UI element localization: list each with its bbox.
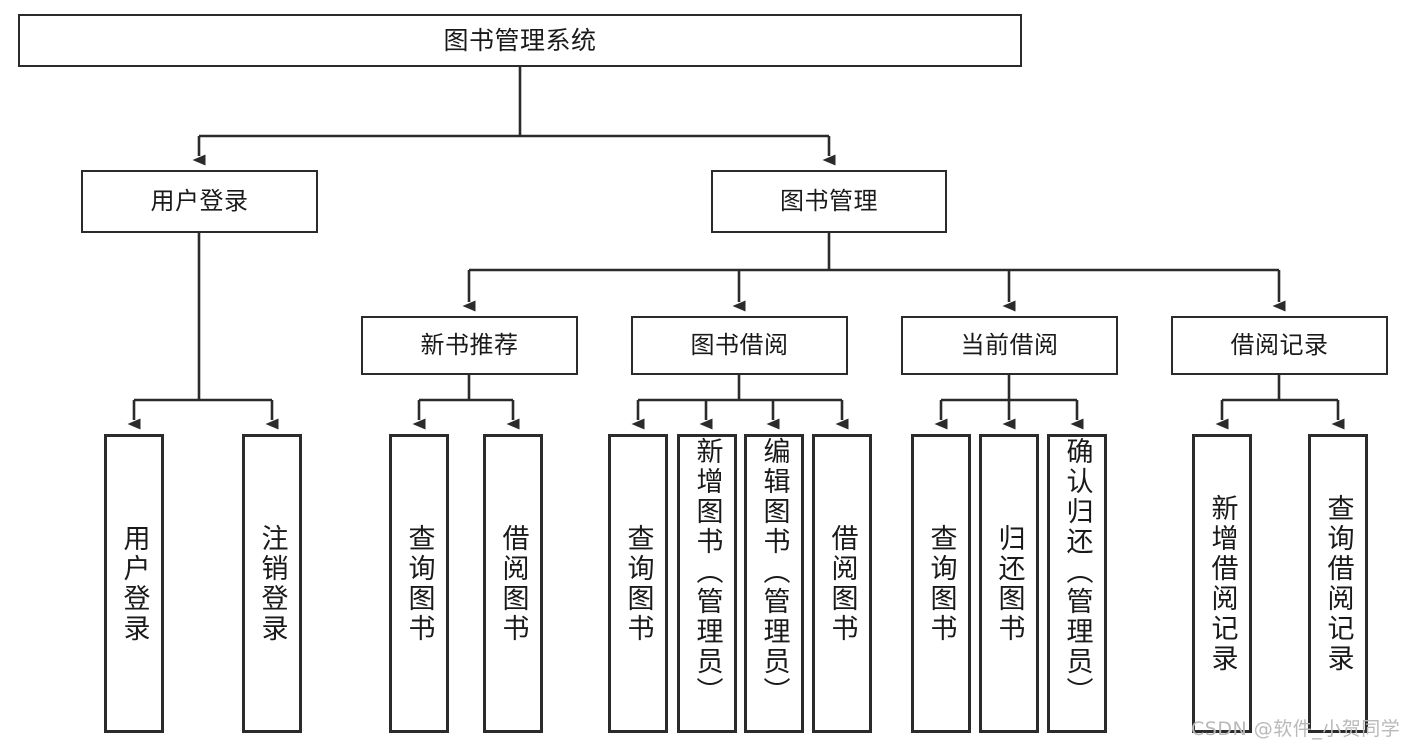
node-new-book-recommend-label: 新书推荐 <box>420 331 519 360</box>
node-leaf-query-book-current-label: 查询图书 <box>925 523 957 644</box>
node-leaf-query-book-current[interactable]: 查询图书 <box>911 434 971 733</box>
csdn-watermark: CSDN @软件_小贺同学 <box>1191 714 1400 741</box>
csdn-watermark-text: CSDN @软件_小贺同学 <box>1191 718 1401 740</box>
node-leaf-add-borrow-record[interactable]: 新增借阅记录 <box>1192 434 1252 733</box>
node-leaf-add-book-admin[interactable]: 新增图书（管理员） <box>677 434 737 733</box>
node-leaf-user-login-label: 用户登录 <box>118 523 150 644</box>
node-leaf-logout-label: 注销登录 <box>256 523 288 644</box>
node-leaf-borrow-book-recommend-label: 借阅图书 <box>497 523 529 644</box>
node-leaf-return-book[interactable]: 归还图书 <box>979 434 1039 733</box>
node-root-label: 图书管理系统 <box>443 25 597 55</box>
node-leaf-return-book-label: 归还图书 <box>993 523 1025 644</box>
node-leaf-query-borrow-record[interactable]: 查询借阅记录 <box>1308 434 1368 733</box>
node-leaf-add-borrow-record-label: 新增借阅记录 <box>1206 493 1238 674</box>
node-book-borrow-label: 图书借阅 <box>690 331 789 360</box>
node-leaf-query-book-borrow[interactable]: 查询图书 <box>608 434 668 733</box>
node-leaf-borrow-book-label: 借阅图书 <box>826 523 858 644</box>
node-borrow-record-label: 借阅记录 <box>1230 331 1329 360</box>
node-leaf-query-book-borrow-label: 查询图书 <box>622 523 654 644</box>
node-leaf-user-login[interactable]: 用户登录 <box>104 434 164 733</box>
node-user-login[interactable]: 用户登录 <box>81 170 318 233</box>
node-borrow-record[interactable]: 借阅记录 <box>1171 316 1388 375</box>
node-leaf-query-book-recommend[interactable]: 查询图书 <box>389 434 449 733</box>
node-root-book-management-system[interactable]: 图书管理系统 <box>18 14 1022 67</box>
node-leaf-query-borrow-record-label: 查询借阅记录 <box>1322 493 1354 674</box>
node-leaf-edit-book-admin[interactable]: 编辑图书（管理员） <box>744 434 804 733</box>
node-current-borrow-label: 当前借阅 <box>960 331 1059 360</box>
node-leaf-borrow-book-recommend[interactable]: 借阅图书 <box>483 434 543 733</box>
node-book-borrow[interactable]: 图书借阅 <box>631 316 848 375</box>
node-leaf-edit-book-admin-label: 编辑图书（管理员） <box>758 437 790 707</box>
node-leaf-confirm-return-admin-label: 确认归还（管理员） <box>1061 437 1093 707</box>
node-book-management-label: 图书管理 <box>780 187 878 216</box>
node-leaf-query-book-recommend-label: 查询图书 <box>403 523 435 644</box>
node-leaf-add-book-admin-label: 新增图书（管理员） <box>691 437 723 707</box>
node-user-login-label: 用户登录 <box>150 187 249 216</box>
node-new-book-recommend[interactable]: 新书推荐 <box>361 316 578 375</box>
node-leaf-confirm-return-admin[interactable]: 确认归还（管理员） <box>1047 434 1107 733</box>
node-current-borrow[interactable]: 当前借阅 <box>901 316 1118 375</box>
node-leaf-logout[interactable]: 注销登录 <box>242 434 302 733</box>
node-leaf-borrow-book[interactable]: 借阅图书 <box>812 434 872 733</box>
node-book-management[interactable]: 图书管理 <box>711 170 947 233</box>
